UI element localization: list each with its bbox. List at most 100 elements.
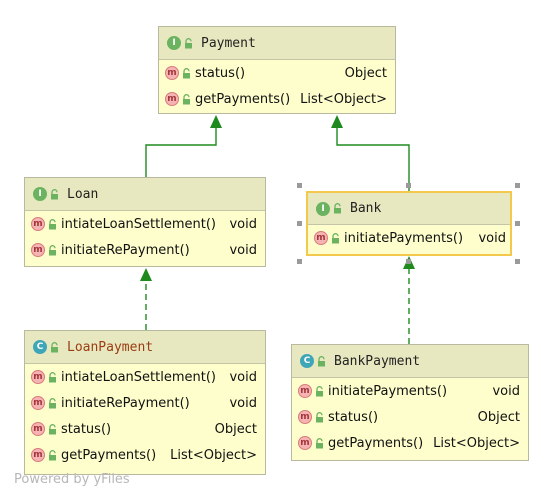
method-name: initiatePayments()	[328, 383, 448, 399]
method-icon: m	[31, 448, 45, 462]
method-name: intiateLoanSettlement()	[61, 216, 216, 232]
method-return-type: void	[229, 242, 257, 258]
method-icon: m	[31, 422, 45, 436]
selection-handle[interactable]	[297, 221, 302, 226]
powered-by-label: Powered by yFiles	[14, 472, 130, 487]
lock-icon	[51, 341, 58, 352]
selection-handle[interactable]	[406, 259, 411, 264]
method-return-type: List<Object>	[300, 91, 387, 107]
lock-icon	[332, 232, 339, 243]
loanpayment-class-node[interactable]: C LoanPayment m intiateLoanSettlement() …	[24, 330, 266, 475]
edge-line-loan-to-payment[interactable]	[145, 128, 217, 177]
method-icon: m	[31, 217, 45, 231]
method-icon: m	[31, 396, 45, 410]
selection-handle[interactable]	[406, 183, 411, 188]
method-return-type: Object	[344, 65, 387, 81]
method-return-type: List<Object>	[433, 435, 520, 451]
method-return-type: Object	[477, 409, 520, 425]
interface-icon: I	[316, 201, 330, 216]
method-name: intiateLoanSettlement()	[61, 369, 216, 385]
bank-interface-node[interactable]: I Bank m initiatePayments() void	[306, 191, 512, 256]
method-row[interactable]: m intiateLoanSettlement() void	[25, 364, 265, 390]
edge-arrowhead-bank-to-payment	[331, 115, 343, 128]
lock-icon	[334, 203, 341, 214]
method-row[interactable]: m getPayments() List<Object>	[292, 430, 528, 456]
method-icon: m	[298, 410, 312, 424]
payment-node-header[interactable]: I Payment	[159, 27, 395, 60]
method-return-type: List<Object>	[170, 447, 257, 463]
method-name: getPayments()	[61, 447, 157, 463]
node-title: BankPayment	[334, 353, 421, 369]
method-return-type: void	[492, 383, 520, 399]
method-row[interactable]: m status() Object	[292, 404, 528, 430]
selection-handle[interactable]	[515, 221, 520, 226]
lock-icon	[316, 385, 323, 396]
method-icon: m	[165, 66, 179, 80]
selection-handle[interactable]	[515, 183, 520, 188]
node-title: Payment	[201, 35, 256, 51]
method-name: getPayments()	[195, 91, 291, 107]
method-return-type: void	[478, 230, 506, 246]
lock-icon	[49, 244, 56, 255]
method-return-type: void	[229, 369, 257, 385]
method-row[interactable]: m initiatePayments() void	[292, 378, 528, 404]
method-row[interactable]: m status() Object	[25, 416, 265, 442]
method-icon: m	[298, 384, 312, 398]
method-return-type: void	[229, 216, 257, 232]
method-row[interactable]: m status() Object	[159, 60, 395, 86]
loanpayment-node-header[interactable]: C LoanPayment	[25, 331, 265, 364]
method-name: status()	[328, 409, 379, 425]
node-title: Loan	[67, 186, 99, 202]
node-title: Bank	[350, 201, 382, 216]
interface-icon: I	[167, 36, 181, 50]
method-icon: m	[165, 92, 179, 106]
bank-node-header[interactable]: I Bank	[308, 193, 510, 225]
method-icon: m	[31, 243, 45, 257]
lock-icon	[51, 188, 58, 199]
method-name: getPayments()	[328, 435, 424, 451]
loan-node-header[interactable]: I Loan	[25, 178, 265, 211]
method-row[interactable]: m initiatePayments() void	[308, 225, 510, 251]
lock-icon	[316, 437, 323, 448]
class-icon: C	[300, 354, 314, 368]
lock-icon	[318, 355, 325, 366]
method-row[interactable]: m intiateLoanSettlement() void	[25, 211, 265, 237]
method-row[interactable]: m getPayments() List<Object>	[159, 86, 395, 112]
method-row[interactable]: m initiateRePayment() void	[25, 390, 265, 416]
lock-icon	[49, 218, 56, 229]
edge-arrowhead-loanpayment-to-loan	[140, 268, 152, 281]
selection-handle[interactable]	[297, 259, 302, 264]
payment-interface-node[interactable]: I Payment m status() Object m getPayment…	[158, 26, 396, 114]
method-name: initiatePayments()	[344, 230, 464, 246]
class-icon: C	[33, 340, 47, 354]
lock-icon	[185, 37, 192, 48]
loan-interface-node[interactable]: I Loan m intiateLoanSettlement() void m …	[24, 177, 266, 267]
interface-icon: I	[33, 187, 47, 201]
method-name: initiateRePayment()	[61, 242, 190, 258]
method-name: initiateRePayment()	[61, 395, 190, 411]
edge-arrowhead-loan-to-payment	[210, 115, 222, 128]
method-return-type: void	[229, 395, 257, 411]
lock-icon	[49, 371, 56, 382]
lock-icon	[49, 449, 56, 460]
lock-icon	[49, 423, 56, 434]
bankpayment-class-node[interactable]: C BankPayment m initiatePayments() void …	[291, 344, 529, 461]
method-row[interactable]: m getPayments() List<Object>	[25, 442, 265, 468]
lock-icon	[183, 93, 190, 104]
method-row[interactable]: m initiateRePayment() void	[25, 237, 265, 263]
lock-icon	[316, 411, 323, 422]
selection-handle[interactable]	[515, 259, 520, 264]
method-return-type: Object	[214, 421, 257, 437]
selection-handle[interactable]	[297, 183, 302, 188]
lock-icon	[183, 67, 190, 78]
node-title: LoanPayment	[67, 339, 154, 355]
method-icon: m	[298, 436, 312, 450]
method-icon: m	[314, 231, 328, 245]
edge-line-bank-to-payment[interactable]	[336, 128, 410, 191]
method-name: status()	[195, 65, 246, 81]
bankpayment-node-header[interactable]: C BankPayment	[292, 345, 528, 378]
method-icon: m	[31, 370, 45, 384]
lock-icon	[49, 397, 56, 408]
